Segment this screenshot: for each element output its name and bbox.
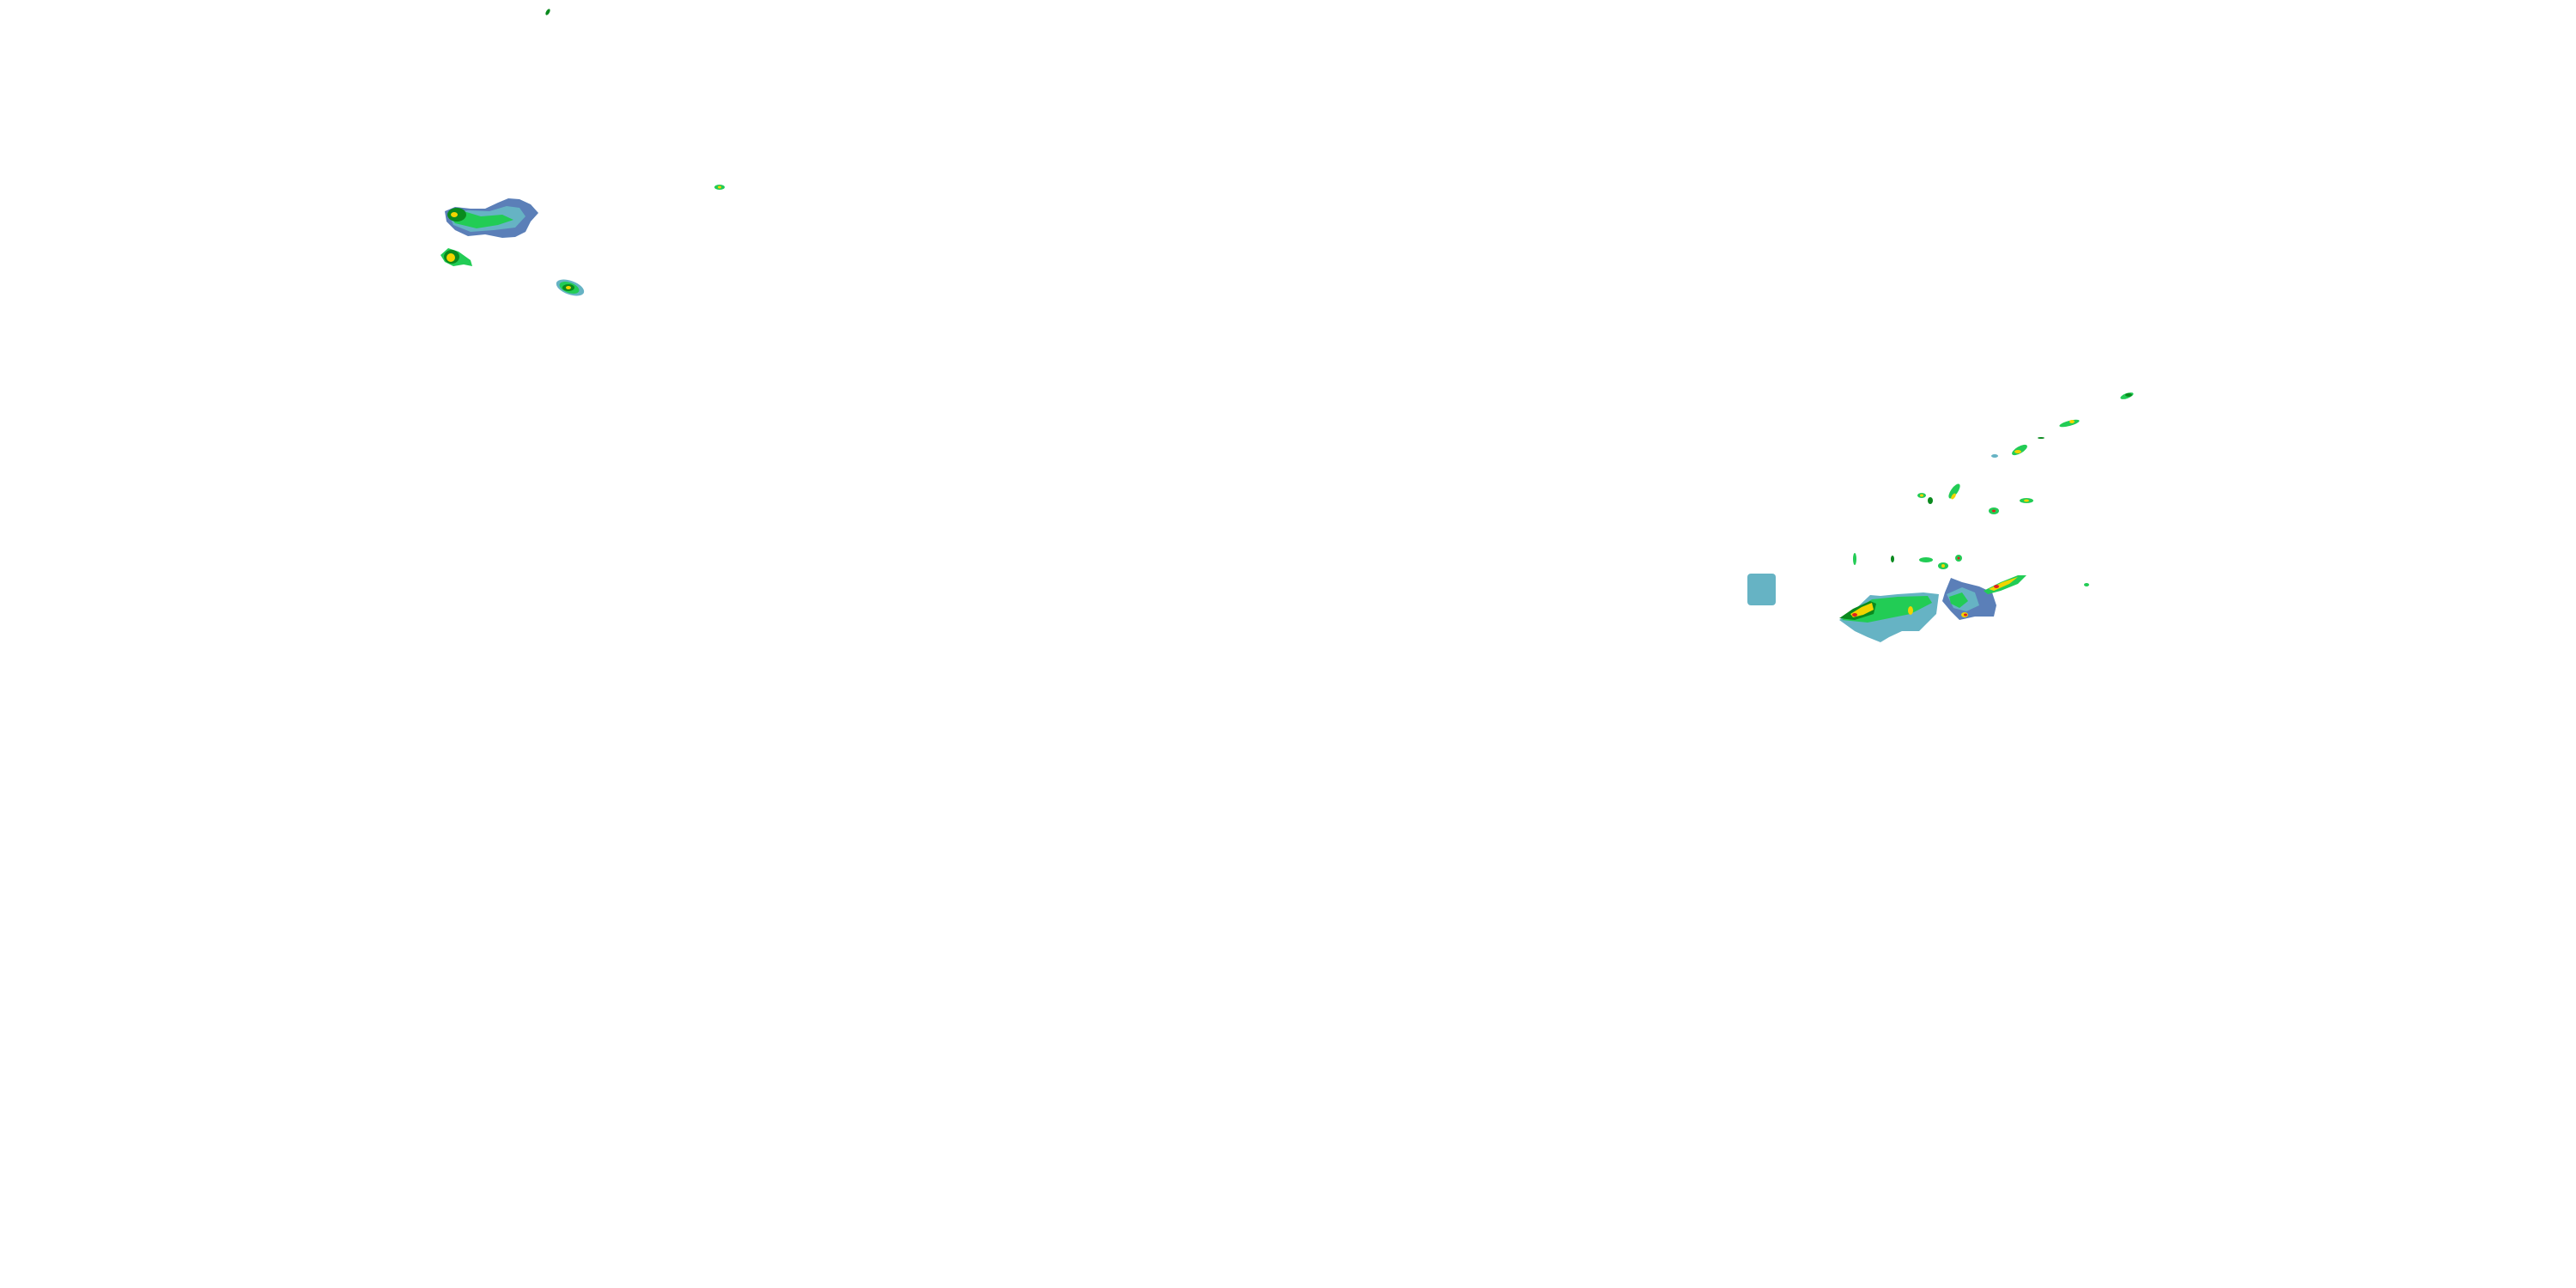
radar-echo bbox=[2012, 444, 2027, 456]
radar-echo bbox=[1957, 556, 1960, 560]
radar-echo bbox=[1891, 556, 1894, 562]
radar-echo bbox=[718, 185, 721, 189]
radar-echo bbox=[1908, 606, 1913, 615]
precip-area-square bbox=[1747, 574, 1776, 605]
radar-echo bbox=[1964, 613, 1967, 617]
radar-echo bbox=[2059, 419, 2080, 428]
storm-line-northeast bbox=[1984, 575, 2026, 594]
radar-echo bbox=[1747, 574, 1776, 605]
radar-echo bbox=[1853, 553, 1856, 565]
radar-echo bbox=[1951, 493, 1956, 500]
radar-echo bbox=[2125, 393, 2132, 397]
radar-echo bbox=[1919, 557, 1933, 562]
radar-echo bbox=[1949, 592, 1968, 608]
radar-echo bbox=[2024, 499, 2029, 502]
radar-echo bbox=[1994, 585, 1999, 588]
radar-echo bbox=[451, 212, 458, 217]
radar-echo bbox=[2069, 420, 2075, 423]
radar-echo bbox=[1852, 613, 1857, 617]
storm-cell-nw-east bbox=[556, 279, 585, 296]
radar-echo bbox=[1992, 509, 1996, 513]
radar-echo bbox=[545, 9, 550, 15]
radar-echo bbox=[2014, 450, 2021, 453]
radar-echo bbox=[1928, 497, 1933, 504]
radar-echo bbox=[1920, 494, 1923, 497]
radar-echo bbox=[566, 286, 571, 289]
storm-cell-tiny bbox=[545, 9, 725, 190]
storm-line-main-west bbox=[1839, 592, 1939, 642]
radar-echo bbox=[1991, 454, 1998, 458]
radar-echo bbox=[1948, 483, 1960, 499]
radar-echo bbox=[2038, 437, 2044, 439]
storm-cells-scattered bbox=[1853, 392, 2134, 586]
radar-echo bbox=[2084, 583, 2089, 586]
storm-cell-nw-small bbox=[440, 248, 472, 266]
storm-cell-nw-large bbox=[445, 198, 538, 238]
storm-area-main-east bbox=[1942, 578, 1996, 620]
radar-echo bbox=[1941, 564, 1945, 568]
radar-echo bbox=[447, 253, 455, 262]
